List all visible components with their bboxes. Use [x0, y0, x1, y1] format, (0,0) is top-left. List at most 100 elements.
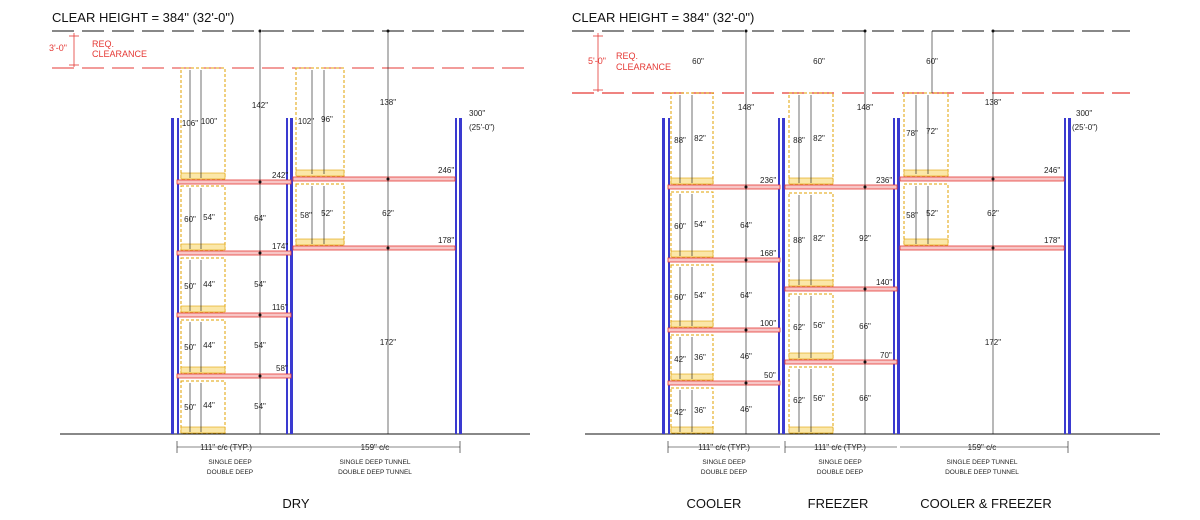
pallet-height-label: 60" [674, 222, 686, 231]
config-label: SINGLE DEEP [702, 459, 745, 466]
pallet-height-label: 58" [906, 211, 918, 220]
space-label: 92" [859, 234, 871, 243]
pallet-base [903, 238, 949, 246]
dim-node [258, 251, 262, 255]
dim-node [386, 29, 390, 33]
beam-elevation-label: 174" [272, 242, 288, 251]
dim-node [258, 313, 262, 317]
space-label: 138" [985, 98, 1001, 107]
upright [290, 118, 293, 434]
upright [893, 118, 895, 434]
clearance-dim-label: 3'-0" [49, 43, 67, 53]
dim-node [863, 287, 867, 291]
config-label: SINGLE DEEP TUNNEL [947, 459, 1018, 466]
dim-node [258, 180, 262, 184]
space-label: 46" [740, 405, 752, 414]
bay-width-label: 111" c/c (TYP.) [200, 443, 252, 452]
beam-level [176, 373, 292, 379]
upright [171, 118, 174, 434]
beam-level [292, 176, 456, 182]
space-label: 46" [740, 352, 752, 361]
space-label: 138" [380, 98, 396, 107]
beam-level [667, 257, 781, 263]
load-height-label: 54" [694, 291, 706, 300]
beam-elevation-label: 242" [272, 171, 288, 180]
load-height-label: 44" [203, 401, 215, 410]
config-label: DOUBLE DEEP TUNNEL [945, 469, 1019, 476]
dim-node [863, 185, 867, 189]
space-label: 54" [254, 341, 266, 350]
space-label: 142" [252, 101, 268, 110]
pallet-base [180, 305, 226, 313]
dim-node [744, 185, 748, 189]
dim-node [386, 177, 390, 181]
pallet-height-label: 88" [793, 236, 805, 245]
beam-elevation-label: 246" [1044, 166, 1060, 175]
pallet-height-label: 42" [674, 355, 686, 364]
space-label: 148" [738, 103, 754, 112]
upright [459, 118, 462, 434]
beam-level [899, 245, 1065, 251]
beam-level [667, 327, 781, 333]
beam-level [292, 245, 456, 251]
space-label: 62" [987, 209, 999, 218]
config-label: DOUBLE DEEP TUNNEL [338, 469, 412, 476]
dim-node [744, 258, 748, 262]
dry-elevation: CLEAR HEIGHT = 384" (32'-0") 3'-0" REQ. … [49, 10, 530, 511]
config-label: SINGLE DEEP [208, 459, 251, 466]
pallet-height-label: 62" [793, 396, 805, 405]
dim-node [744, 29, 748, 33]
req-label: REQ. [92, 39, 114, 49]
section-title-freezer: FREEZER [808, 496, 869, 511]
pallet-height-label: 50" [184, 343, 196, 352]
load-height-label: 44" [203, 341, 215, 350]
config-label: SINGLE DEEP TUNNEL [340, 459, 411, 466]
dim-node [744, 381, 748, 385]
upright [455, 118, 457, 434]
pallet-height-label: 42" [674, 408, 686, 417]
load-height-label: 36" [694, 353, 706, 362]
load-height-label: 52" [926, 209, 938, 218]
pallet-height-label: 106" [182, 119, 198, 128]
pallet-height-label: 50" [184, 403, 196, 412]
config-label: DOUBLE DEEP [817, 469, 863, 476]
pallet-height-label: 58" [300, 211, 312, 220]
space-label: 54" [254, 402, 266, 411]
section-title-cooler-freezer: COOLER & FREEZER [920, 496, 1051, 511]
clearance-space-label: 60" [813, 57, 825, 66]
config-label: DOUBLE DEEP [207, 469, 253, 476]
clearance-space-label: 60" [692, 57, 704, 66]
pallet-load [903, 92, 949, 177]
load-height-label: 36" [694, 406, 706, 415]
frame-height-ft-label: (25'-0") [469, 123, 495, 132]
pallet-base [180, 426, 226, 434]
beam-elevation-label: 50" [764, 371, 776, 380]
upright [782, 118, 785, 434]
pallet-base [903, 169, 949, 177]
beam-elevation-label: 236" [876, 176, 892, 185]
upright [897, 118, 900, 434]
beam-level [784, 286, 898, 292]
load-height-label: 54" [694, 220, 706, 229]
dim-node [863, 29, 867, 33]
beam-elevation-label: 70" [880, 351, 892, 360]
load-height-label: 96" [321, 115, 333, 124]
pallet-height-label: 78" [906, 129, 918, 138]
beam-level [667, 380, 781, 386]
space-label: 54" [254, 280, 266, 289]
pallet-load [788, 192, 834, 287]
pallet-base [180, 243, 226, 251]
beam-elevation-label: 178" [438, 236, 454, 245]
bay-width-label: 159" c/c [361, 443, 390, 452]
beam-elevation-label: 178" [1044, 236, 1060, 245]
beam-elevation-label: 168" [760, 249, 776, 258]
clear-height-title: CLEAR HEIGHT = 384" (32'-0") [572, 10, 754, 25]
beam-elevation-label: 116" [272, 303, 288, 312]
pallet-height-label: 62" [793, 323, 805, 332]
dim-node [386, 246, 390, 250]
beam-level [176, 179, 292, 185]
frame-height-label: 300" [469, 109, 485, 118]
bay-width-label: 159" c/c [968, 443, 997, 452]
dim-node [744, 328, 748, 332]
